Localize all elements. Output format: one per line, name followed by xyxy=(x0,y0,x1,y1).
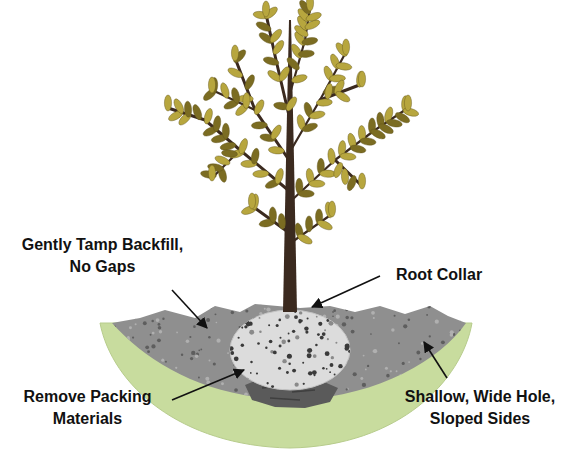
leader-arrows xyxy=(172,276,447,400)
tree xyxy=(164,0,419,312)
hole-label: Shallow, Wide Hole, Sloped Sides xyxy=(390,386,570,429)
backfill xyxy=(109,300,469,402)
root-collar-label: Root Collar xyxy=(383,264,495,286)
packing-label: Remove Packing Materials xyxy=(10,386,165,429)
root-ball xyxy=(228,309,353,390)
backfill-label: Gently Tamp Backfill, No Gaps xyxy=(20,234,185,277)
